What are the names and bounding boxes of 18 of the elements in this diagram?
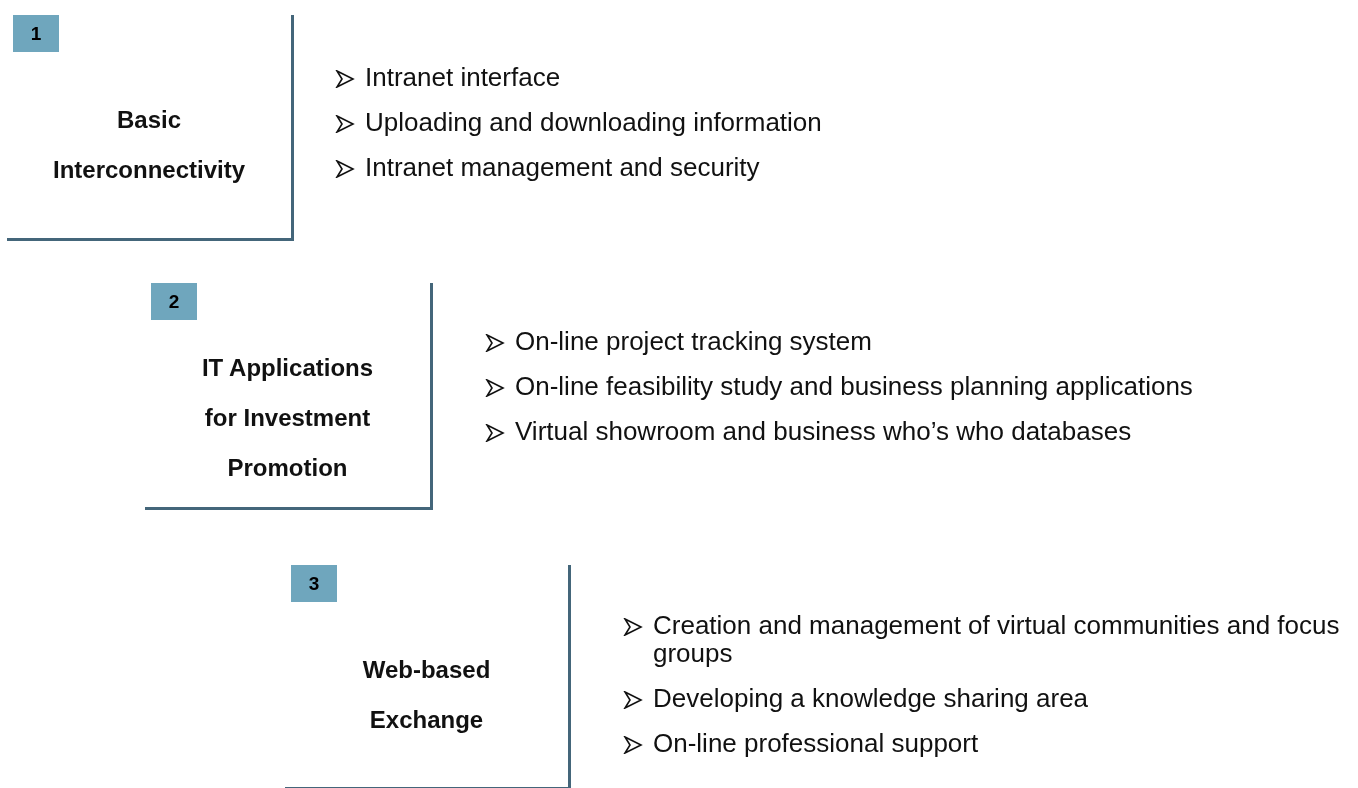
step-number-badge: 2 <box>151 283 197 320</box>
step-number-badge: 1 <box>13 15 59 52</box>
bullet-text: Creation and management of virtual communities and focus groups <box>653 610 1340 668</box>
corner-frame <box>7 15 294 241</box>
bullet-text: Virtual showroom and business who’s who databases <box>515 416 1132 446</box>
corner-frame <box>145 283 433 510</box>
bullet-text: On-line feasibility study and business planning applications <box>515 371 1193 401</box>
bullet-text: Intranet interface <box>365 62 561 92</box>
bullet-text: Developing a knowledge sharing area <box>653 683 1089 713</box>
step-title: IT Applications for Investment Promotion <box>200 353 375 483</box>
corner-frame <box>285 565 571 788</box>
step-title: Basic Interconnectivity <box>51 105 246 185</box>
bullet-text: Intranet management and security <box>365 152 760 182</box>
step-number-badge: 3 <box>291 565 337 602</box>
bullet-text: Uploading and downloading information <box>365 107 822 137</box>
step-title: Web-based Exchange <box>361 655 492 735</box>
bullet-text: On-line project tracking system <box>515 326 872 356</box>
bullet-text: On-line professional support <box>653 728 979 758</box>
